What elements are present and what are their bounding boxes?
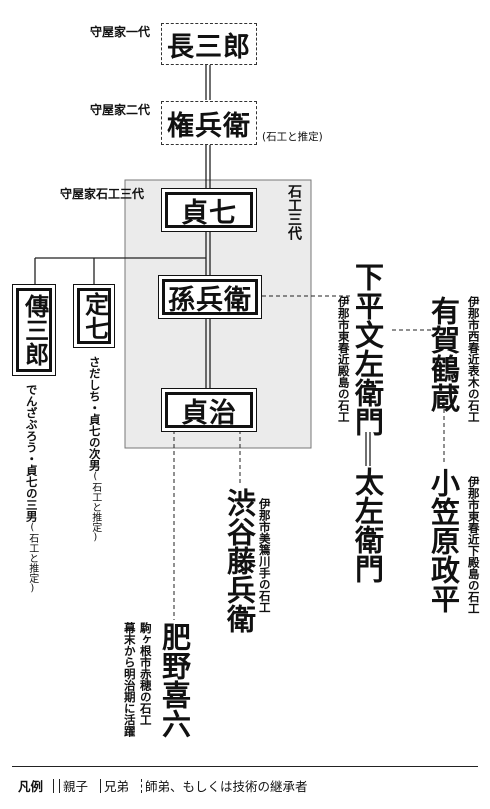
person-sadashichi: 定七 xyxy=(73,284,115,348)
person-teishichi: 貞七 xyxy=(161,188,257,232)
person-magobee: 孫兵衛 xyxy=(158,275,262,319)
master-lines xyxy=(173,295,445,620)
person-denzaburo: 傳三郎 xyxy=(12,284,56,376)
person-hino: 肥野喜六 xyxy=(157,622,192,738)
note-ogasawara: 伊那市東春近下殿島の石工 xyxy=(466,476,481,614)
note-denzaburo: でんざぶろう・貞七の三男(石工と推定) xyxy=(24,384,39,594)
note-gonbee: (石工と推定) xyxy=(262,131,323,143)
person-ogasawara: 小笠原政平 xyxy=(426,468,461,613)
note-shibuya: 伊那市美篶川手の石工 xyxy=(257,498,272,613)
legend-parent-child: 親子 xyxy=(63,779,89,794)
sibling-line xyxy=(34,257,206,285)
legend-parent-child-icon xyxy=(53,778,61,793)
person-tazaemon: 太左衛門 xyxy=(350,467,385,583)
legend: 凡例 親子 兄弟 師弟、もしくは技術の継承者 xyxy=(18,776,308,795)
person-shimohira: 下平文左衛門 xyxy=(350,262,385,436)
note-shimohira: 伊那市東春近殿島の石工 xyxy=(336,296,351,423)
generation-label-third: 守屋家石工三代 xyxy=(60,187,145,201)
legend-master-icon xyxy=(141,778,143,793)
parent-child-line-right xyxy=(365,432,371,466)
legend-divider xyxy=(12,766,478,767)
generation-label-first: 守屋家一代 xyxy=(90,25,151,39)
note-hino-1: 駒ヶ根市赤穂の石工 xyxy=(138,622,153,726)
legend-title: 凡例 xyxy=(18,779,44,794)
generation-label-second: 守屋家二代 xyxy=(90,103,151,117)
person-chozaburo: 長三郎 xyxy=(161,23,257,65)
panel-label: 石工三代 xyxy=(286,184,302,240)
note-ariga: 伊那市西春近表木の石工 xyxy=(466,296,481,423)
legend-master: 師弟、もしくは技術の継承者 xyxy=(145,779,308,794)
parent-child-line-main xyxy=(205,63,211,392)
note-hino-2: 幕末から明治期に活躍 xyxy=(122,622,137,737)
person-shibuya: 渋谷藤兵衛 xyxy=(222,488,257,633)
person-ariga: 有賀鶴蔵 xyxy=(426,296,461,412)
person-teiji: 貞治 xyxy=(161,388,257,432)
note-sadashichi: さだしち・貞七の次男(石工と推定) xyxy=(87,356,102,543)
legend-siblings-icon xyxy=(100,778,102,793)
person-gonbee: 権兵衛 xyxy=(161,101,257,145)
legend-siblings: 兄弟 xyxy=(104,779,130,794)
